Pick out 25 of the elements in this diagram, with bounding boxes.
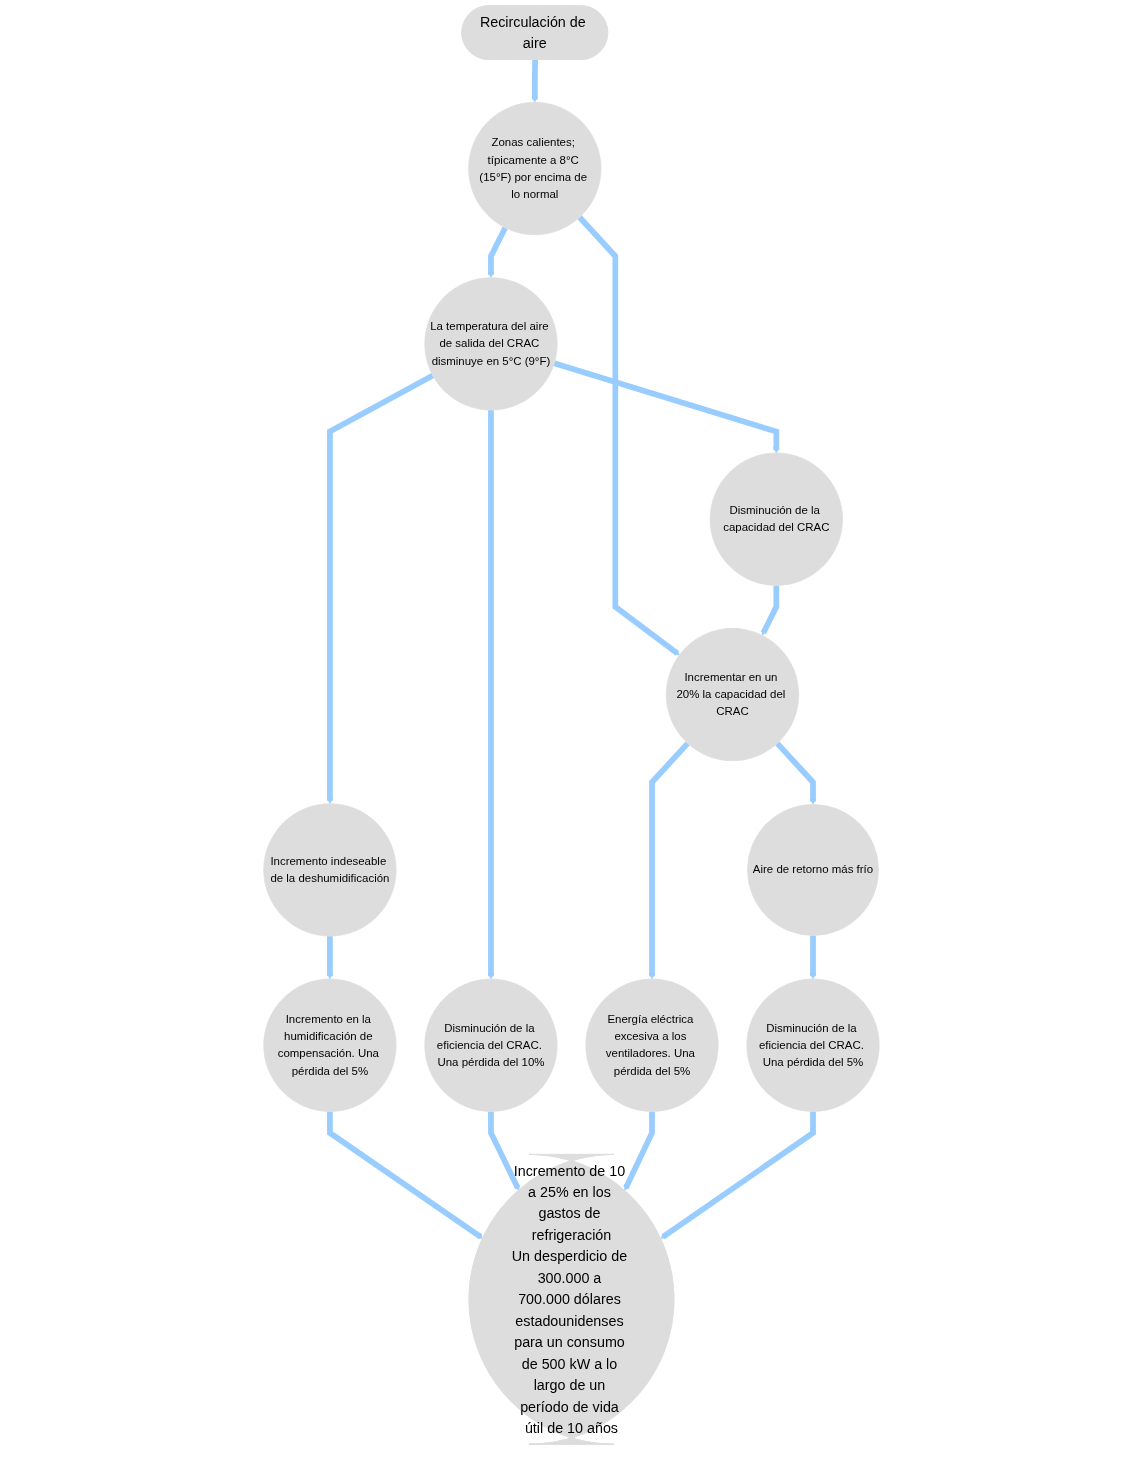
node-circle: Disminución de la eficiencia del CRAC. Una pérdida del 5% [746,978,880,1112]
arrow [531,59,538,103]
node-circle: Energía eléctrica excesiva a los ventiladores. Una pérdida del 5% [584,978,719,1112]
arrow [487,410,494,980]
arrow [326,936,333,980]
node-circle: Disminución de la eficiencia del CRAC. Una pérdida del 10% [423,978,558,1112]
arrow [648,741,690,980]
node-circle: Disminución de la capacidad del CRAC [709,452,843,586]
arrow [659,1111,816,1240]
node-circle: Incremento en la humidificación de compensación. Una pérdida del 5% [262,978,397,1112]
arrow [760,585,779,636]
arrow [577,215,680,656]
arrow [809,935,816,980]
node-circle: La temperatura del aire de salida del CRAC disminuye en 5°C (9°F) [423,277,558,411]
arrow [622,1111,655,1191]
arrow [774,741,816,805]
arrow [552,360,779,454]
node-circle: Aire de retorno más frío [746,804,879,936]
arrow [487,1111,520,1191]
arrow [326,1111,483,1240]
node-circle: Zonas calientes; típicamente a 8°C (15°F) por encima de lo normal [467,102,601,236]
node-circle: Incremento indeseable de la deshumidificación [262,803,397,937]
node-circle: Incrementar en un 20% la capacidad del CRAC [665,628,799,762]
arrow [487,226,508,278]
arrow [326,373,434,804]
